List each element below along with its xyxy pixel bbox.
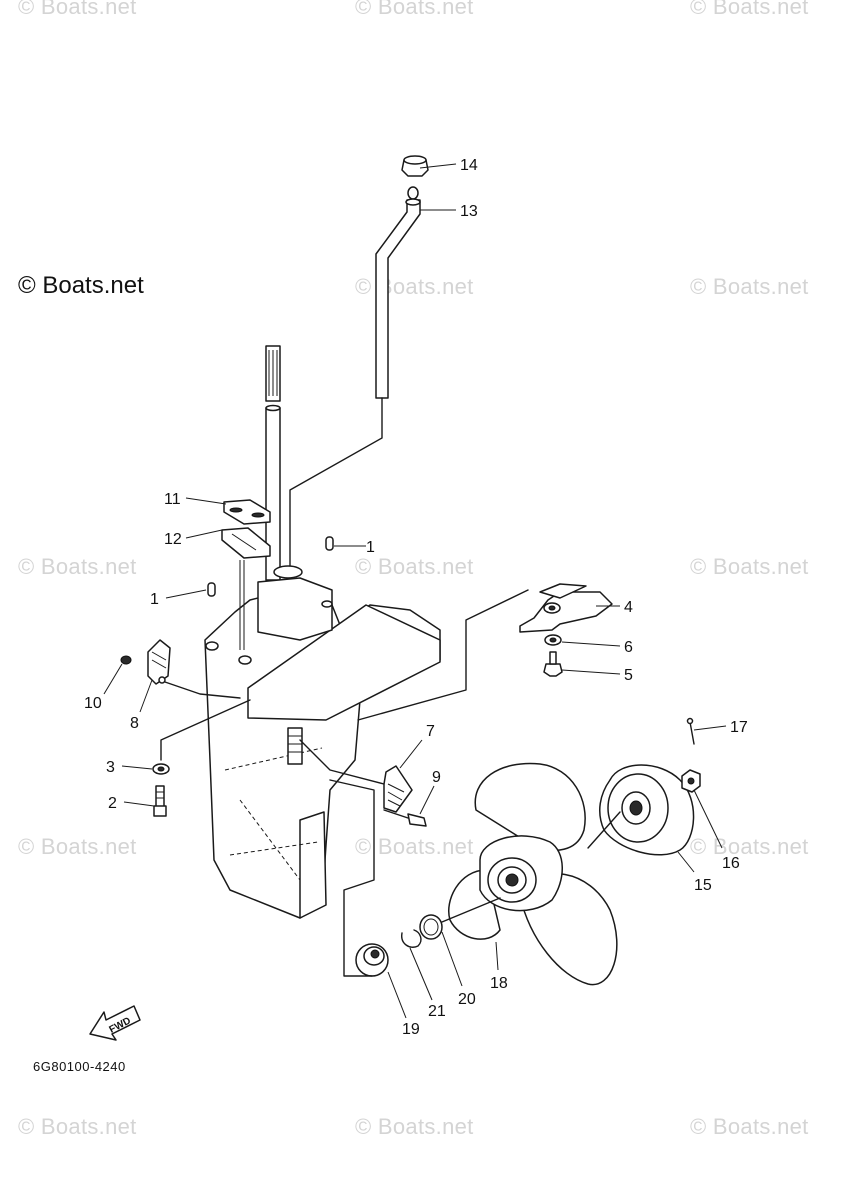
- watermark: © Boats.net: [355, 1114, 474, 1139]
- shift-rod-part-13: [289, 155, 429, 571]
- screw-part-9: [383, 809, 427, 827]
- watermark: © Boats.net: [690, 1114, 809, 1139]
- watermark: © Boats.net: [355, 274, 474, 299]
- callout-13: 13: [460, 203, 478, 220]
- callout-1: 1: [150, 591, 159, 608]
- callout-1: 1: [366, 539, 375, 556]
- washer-part-20: [419, 897, 501, 940]
- drawing-code: 6G80100-4240: [33, 1059, 126, 1074]
- watermark: © Boats.net: [18, 1114, 137, 1139]
- callout-numbers: 14 13 11 12 1 1 4 6 5 10 8 7 17 3 9 2 16…: [84, 157, 748, 1038]
- circlip-part-21: [401, 929, 422, 948]
- cap-part-19: [329, 779, 389, 977]
- callout-20: 20: [458, 991, 476, 1008]
- forward-arrow-icon: FWD: [89, 1005, 141, 1041]
- lower-casing: [204, 560, 441, 919]
- callout-17: 17: [730, 719, 748, 736]
- cotter-pin-part-17: [686, 717, 695, 745]
- watermark: © Boats.net: [18, 554, 137, 579]
- callout-16: 16: [722, 855, 740, 872]
- callout-2: 2: [108, 795, 117, 812]
- callout-5: 5: [624, 667, 633, 684]
- watermark: © Boats.net: [355, 554, 474, 579]
- callout-6: 6: [624, 639, 633, 656]
- callout-9: 9: [432, 769, 441, 786]
- watermark: © Boats.net: [690, 274, 809, 299]
- propeller-part-18: [448, 762, 618, 986]
- drive-shaft: [265, 345, 281, 581]
- callout-21: 21: [428, 1003, 446, 1020]
- washer-part-3: [152, 699, 251, 775]
- callout-14: 14: [460, 157, 478, 174]
- callout-10: 10: [84, 695, 102, 712]
- callout-12: 12: [164, 531, 182, 548]
- callout-leaders: [103, 163, 727, 1019]
- watermark: © Boats.net: [355, 834, 474, 859]
- watermark: © Boats.net: [690, 0, 809, 19]
- mount-part-7: [299, 739, 413, 813]
- callout-8: 8: [130, 715, 139, 732]
- plate-part-12: [221, 527, 271, 559]
- plate-part-11: [223, 499, 271, 525]
- callout-3: 3: [106, 759, 115, 776]
- copyright-notice: © Boats.net: [18, 272, 144, 299]
- callout-19: 19: [402, 1021, 420, 1038]
- callout-18: 18: [490, 975, 508, 992]
- watermark: © Boats.net: [18, 834, 137, 859]
- watermark: © Boats.net: [690, 554, 809, 579]
- watermark: © Boats.net: [690, 834, 809, 859]
- callout-7: 7: [426, 723, 435, 740]
- callout-15: 15: [694, 877, 712, 894]
- bracket-part-8: [120, 639, 241, 699]
- watermark: © Boats.net: [355, 0, 474, 19]
- nut-part-16: [681, 769, 701, 793]
- bolt-part-2: [153, 785, 167, 817]
- callout-4: 4: [624, 599, 633, 616]
- trim-tab-part-4: [357, 583, 613, 721]
- watermark: © Boats.net: [18, 0, 137, 19]
- dowel-pin-part-1: [207, 536, 334, 597]
- callout-11: 11: [164, 491, 181, 508]
- spacer-part-15: [587, 764, 695, 856]
